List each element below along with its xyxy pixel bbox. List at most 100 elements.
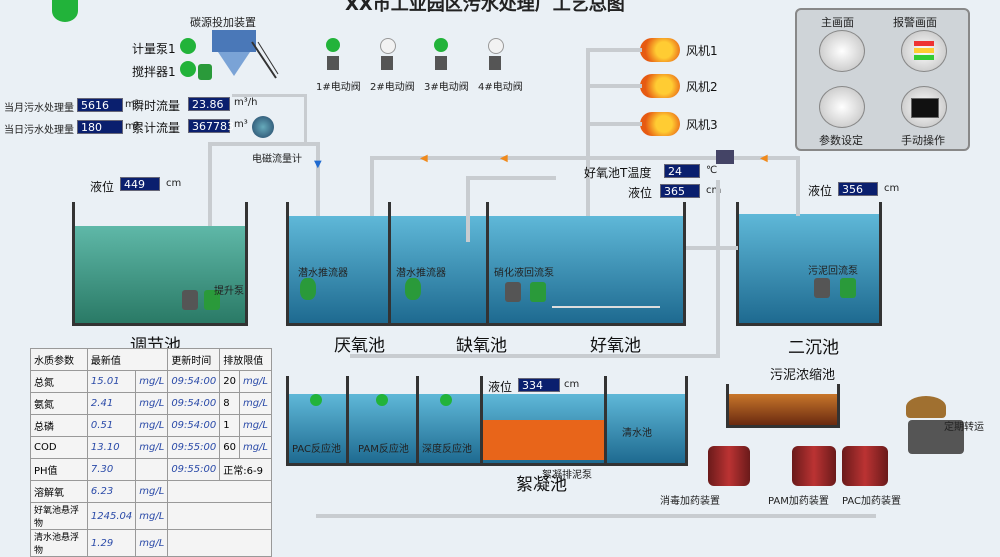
regulating-level-unit: cm [166,178,182,189]
flow-arrow: ▼ [314,159,322,170]
nitrif-pipe-left [466,176,470,242]
air-pipe-1 [586,48,642,52]
coag-divider-4 [604,376,607,464]
inlet-pipe-down [316,142,320,222]
row-unit: mg/L [135,502,169,530]
valve-1-icon [327,56,339,70]
row-value: 1245.04 [86,502,137,530]
truck-label: 定期转运 [944,422,984,433]
row-limit-unit: mg/L [238,370,273,393]
bio-to-secondary-pipe [686,246,738,250]
fan-1-label: 风机1 [686,44,718,58]
header-limit: 排放限值 [219,348,272,371]
fan-2[interactable]: 风机2 [640,74,730,98]
sludge-return-pump-2[interactable] [840,278,856,298]
valve-3-icon [435,56,447,70]
disinfect-dosing-device[interactable] [708,446,750,486]
metering-pump-label: 计量泵1 [132,42,176,56]
secondary-level-unit: cm [884,183,900,194]
row-time: 09:55:00 [167,458,221,481]
instant-flow-unit: m³/h [234,97,258,108]
fan-3-icon [640,112,680,136]
sludge-return-pump-1[interactable] [814,278,830,298]
nitrification-pump-2[interactable] [530,282,546,302]
param-setting-button[interactable]: 参数设定 [811,84,871,147]
row-limit: 20 [219,370,240,393]
manual-operation-button[interactable]: 手动操作 [893,84,953,147]
secondary-level-value: 356 [838,182,878,196]
main-screen-button[interactable]: 主画面 [811,14,871,76]
month-flow-label: 当月污水处理量 [4,103,74,114]
pam-dosing-label: PAM加药装置 [768,496,829,507]
sediment-block [483,420,604,460]
propeller-1-icon[interactable] [300,278,316,300]
computer-icon [819,86,865,128]
fan-1[interactable]: 风机1 [640,38,730,62]
row-name: 溶解氧 [30,480,88,503]
row-name: COD [30,436,88,459]
fan-2-icon [640,74,680,98]
flowmeter-label: 电磁流量计 [252,154,302,165]
lift-pump-1[interactable] [182,290,198,310]
pam-tank-label: PAM反应池 [358,444,409,455]
propeller-1-label: 潜水推流器 [298,268,348,279]
bio-divider-1 [388,202,391,324]
secondary-outlet-v [716,180,720,358]
alarm-screen-button[interactable]: 报警画面 [893,14,953,76]
monitor-icon [819,30,865,72]
valve-2[interactable]: 2#电动阀 [370,38,424,98]
secondary-outlet-h [350,354,720,358]
row-unit: mg/L [135,529,169,557]
aerobic-temp-unit: ℃ [706,165,718,176]
valve-3[interactable]: 3#电动阀 [424,38,478,98]
aerobic-temp-value: 24 [664,164,700,178]
table-header: 水质参数 最新值 更新时间 排放限值 [30,348,272,371]
sludge-return-pump-label: 污泥回流泵 [808,266,858,277]
row-unit: mg/L [135,436,169,459]
aerobic-level-unit: cm [706,185,722,196]
pac-dosing-device[interactable] [842,446,888,486]
coag-level-label: 液位 [488,380,513,394]
lift-pump-2[interactable] [204,290,220,310]
header-time: 更新时间 [167,348,221,371]
main-screen-label: 主画面 [821,16,854,29]
return-pipe-left [370,156,374,216]
row-limit: 正常:6-9 [219,458,272,481]
aerobic-level-value: 365 [660,184,700,198]
oscilloscope-icon [901,86,947,128]
deep-mixer-icon[interactable] [440,394,452,406]
row-limit: 60 [219,436,240,459]
header-latest: 最新值 [86,348,169,371]
secondary-clarifier [736,202,882,326]
flowmeter-icon[interactable] [252,116,274,138]
mixer-status[interactable] [180,61,196,77]
alarm-screen-label: 报警画面 [893,16,937,29]
pam-dosing-device[interactable] [792,446,836,486]
row-name: 氨氮 [30,392,88,415]
param-setting-label: 参数设定 [819,134,863,147]
aerobic-level-label: 液位 [628,186,653,200]
dosing-pump-icon[interactable] [198,64,212,80]
valve-1[interactable]: 1#电动阀 [316,38,370,98]
valve-4-status [488,38,504,54]
month-flow-unit: m³ [125,99,139,110]
return-arrow-1: ◀ [500,153,508,164]
secondary-level-label: 液位 [808,184,833,198]
return-valve-icon[interactable] [716,150,734,164]
propeller-2-icon[interactable] [405,278,421,300]
day-flow-unit: m³ [125,121,139,132]
pam-mixer-icon[interactable] [376,394,388,406]
valve-4[interactable]: 4#电动阀 [478,38,532,98]
pac-mixer-icon[interactable] [310,394,322,406]
row-value: 0.51 [86,414,137,437]
metering-pump-status[interactable] [180,38,196,54]
row-unit: mg/L [135,370,169,393]
nav-panel: 主画面 报警画面 参数设定 手动操作 [795,8,970,151]
disinfect-dosing-label: 消毒加药装置 [660,496,720,507]
fan-1-icon [640,38,680,62]
nitrification-pump-1[interactable] [505,282,521,302]
fan-3[interactable]: 风机3 [640,112,730,136]
row-value: 15.01 [86,370,137,393]
